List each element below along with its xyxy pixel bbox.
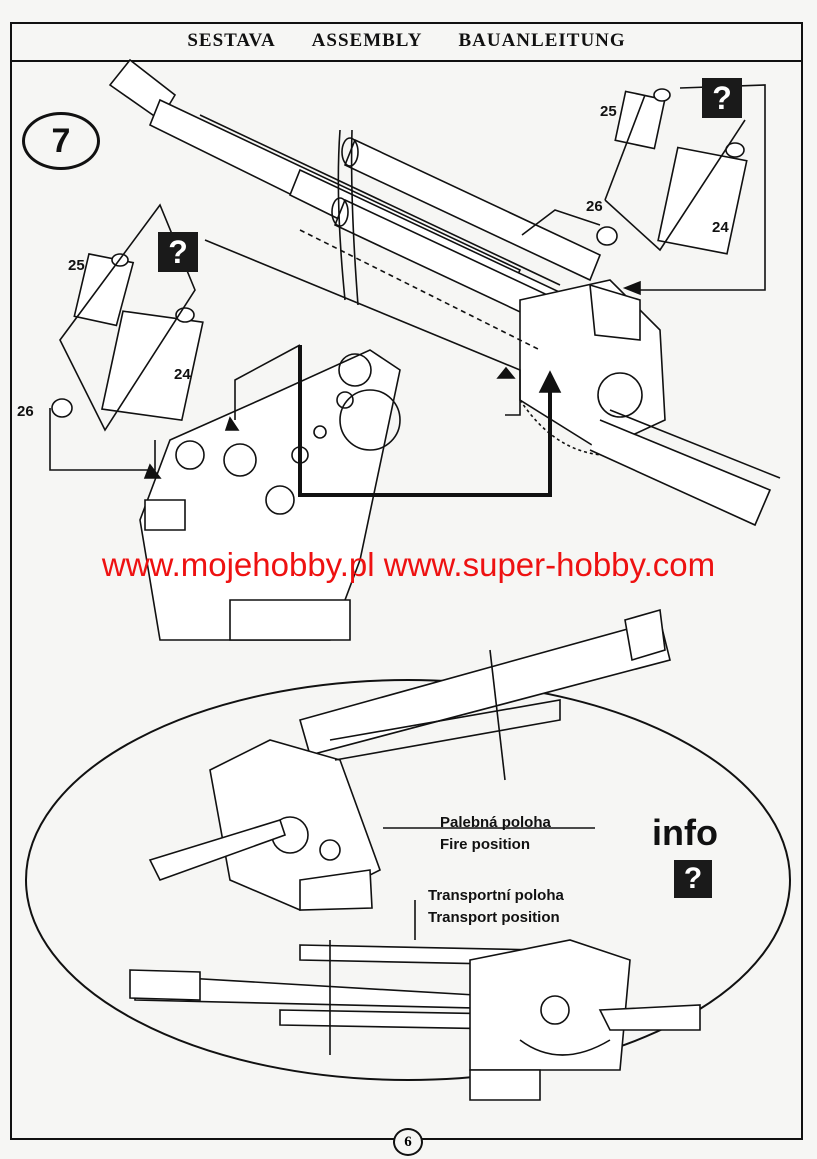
part-number-25: 25 — [600, 103, 617, 120]
header-title-en: ASSEMBLY — [311, 30, 423, 51]
breech-block-drawing — [519, 279, 781, 527]
page-number: 6 — [393, 1128, 423, 1156]
transport-position-cz: Transportní poloha — [428, 887, 564, 904]
info-title: info — [652, 812, 718, 853]
part-number-25: 25 — [68, 257, 85, 274]
carriage-drawing — [139, 349, 401, 641]
header-title-de: BAUANLEITUNG — [458, 30, 626, 51]
transport-position-gun-drawing — [129, 900, 701, 1101]
step-number-badge: 7 — [22, 112, 100, 170]
fire-position-label: Palebná poloha Fire position — [440, 812, 551, 856]
help-icon: ? — [158, 232, 198, 272]
fire-position-cz: Palebná poloha — [440, 814, 551, 831]
left-parts-group — [49, 203, 521, 471]
transport-position-en: Transport position — [428, 909, 560, 926]
fire-position-gun-drawing — [148, 608, 671, 911]
part-number-26: 26 — [586, 198, 603, 215]
part-number-24: 24 — [712, 219, 729, 236]
transport-position-label: Transportní poloha Transport position — [428, 885, 564, 929]
info-help-icon: ? — [674, 860, 712, 898]
part-number-24: 24 — [174, 366, 191, 383]
info-ellipse — [25, 679, 791, 1081]
header-title-cz: SESTAVA — [187, 30, 276, 51]
fire-position-en: Fire position — [440, 836, 530, 853]
help-icon: ? — [702, 78, 742, 118]
watermark-text: www.mojehobby.pl www.super-hobby.com — [101, 546, 716, 583]
page-header: SESTAVA ASSEMBLY BAUANLEITUNG — [10, 22, 803, 62]
assembly-arrow — [298, 345, 552, 497]
part-number-26: 26 — [17, 403, 34, 420]
right-parts-group — [521, 84, 766, 291]
